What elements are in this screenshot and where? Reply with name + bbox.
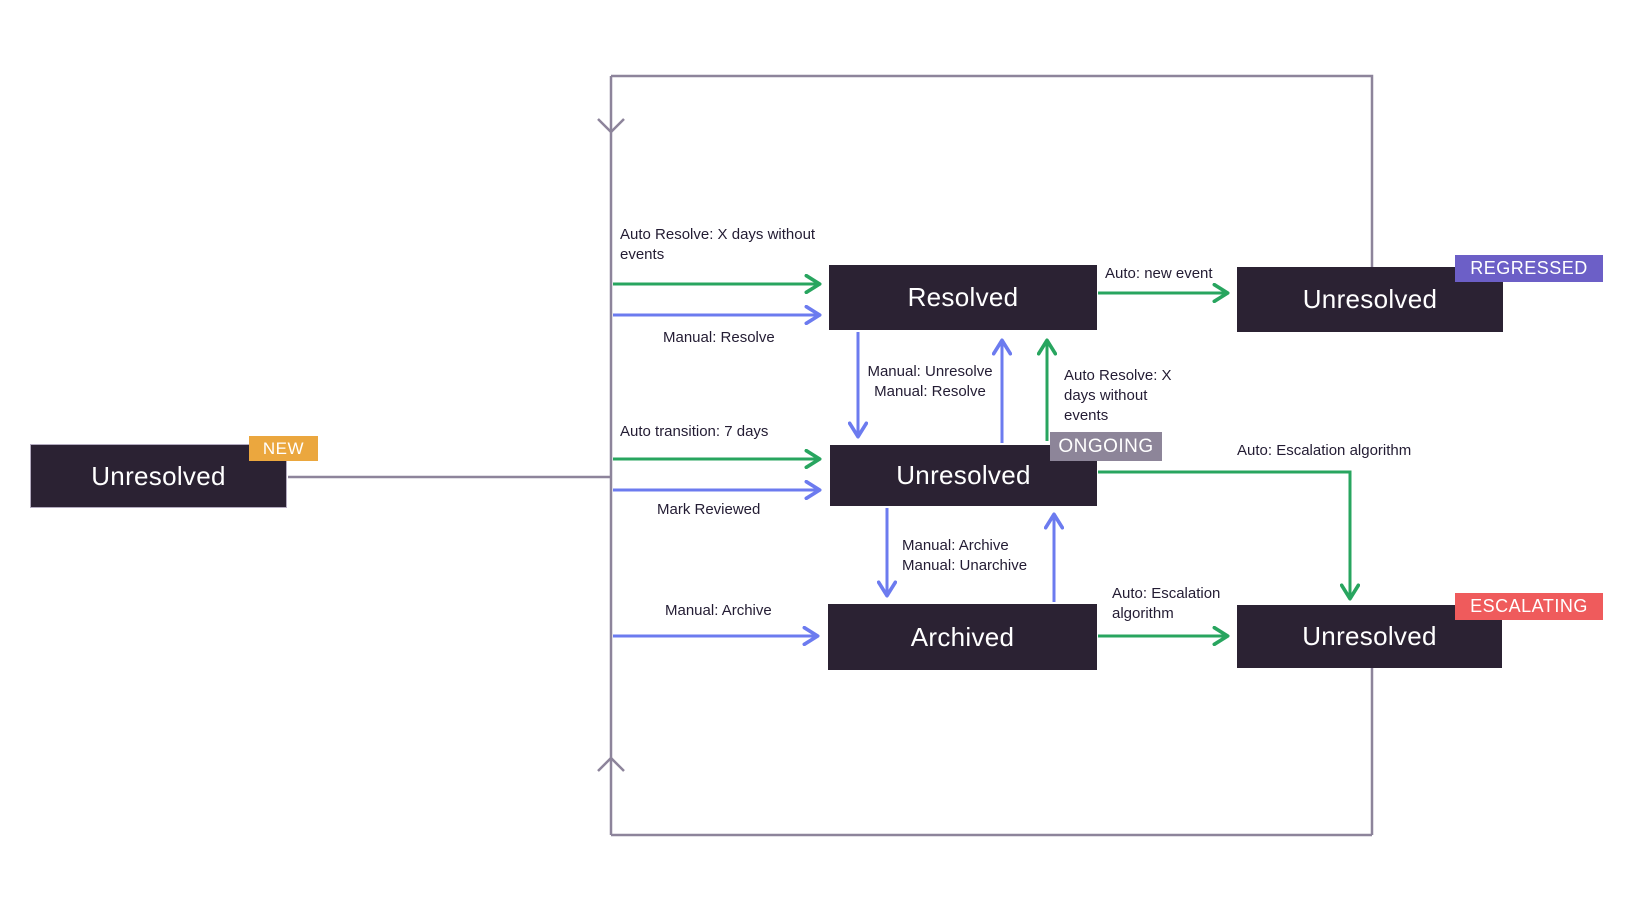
- loop-up-arrowhead-icon: [597, 756, 625, 772]
- label-manual-resolve-left: Manual: Resolve: [663, 329, 775, 346]
- label-manual-unresolve-resolve: Manual: Unresolve Manual: Resolve: [855, 362, 1005, 402]
- label-auto-escalation-bottom: Auto: Escalation algorithm: [1112, 585, 1221, 622]
- state-label: Unresolved: [1302, 621, 1437, 651]
- loop-down-arrowhead-icon: [597, 118, 625, 134]
- label-line: Manual: Unarchive: [902, 557, 1028, 574]
- label-line: Manual: Resolve: [874, 383, 986, 400]
- label-auto-transition-7-days: Auto transition: 7 days: [620, 423, 769, 440]
- state-box-resolved: Resolved: [829, 265, 1097, 330]
- state-label: Archived: [910, 621, 1015, 652]
- state-box-archived: Archived: [828, 604, 1097, 670]
- arrow-escalation-ongoing-to-escalating: [1098, 470, 1350, 597]
- state-box-unresolved-new: Unresolved: [30, 444, 287, 508]
- badge-escalating: ESCALATING: [1455, 593, 1603, 620]
- label-manual-archive-unarchive: Manual: Archive Manual: Unarchive: [902, 536, 1062, 576]
- state-label: Unresolved: [91, 460, 226, 491]
- label-line: Manual: Archive: [902, 537, 1009, 554]
- label-manual-archive-left: Manual: Archive: [665, 602, 772, 619]
- label-line: Manual: Unresolve: [867, 363, 993, 380]
- state-label: Resolved: [907, 282, 1019, 312]
- loop-top-line: [611, 74, 1374, 267]
- label-auto-escalation-top: Auto: Escalation algorithm: [1237, 442, 1412, 459]
- state-label: Unresolved: [1302, 284, 1438, 314]
- badge-new: NEW: [249, 436, 318, 461]
- label-auto-new-event: Auto: new event: [1105, 265, 1213, 282]
- label-auto-resolve-left: Auto Resolve: X days without events: [620, 226, 816, 263]
- badge-ongoing: ONGOING: [1050, 432, 1162, 461]
- state-box-unresolved-escalating: Unresolved: [1237, 605, 1502, 668]
- label-mark-reviewed: Mark Reviewed: [657, 501, 761, 518]
- badge-regressed: REGRESSED: [1455, 255, 1603, 282]
- label-auto-resolve-right: Auto Resolve: X days without events: [1064, 367, 1172, 424]
- state-label: Unresolved: [896, 460, 1031, 490]
